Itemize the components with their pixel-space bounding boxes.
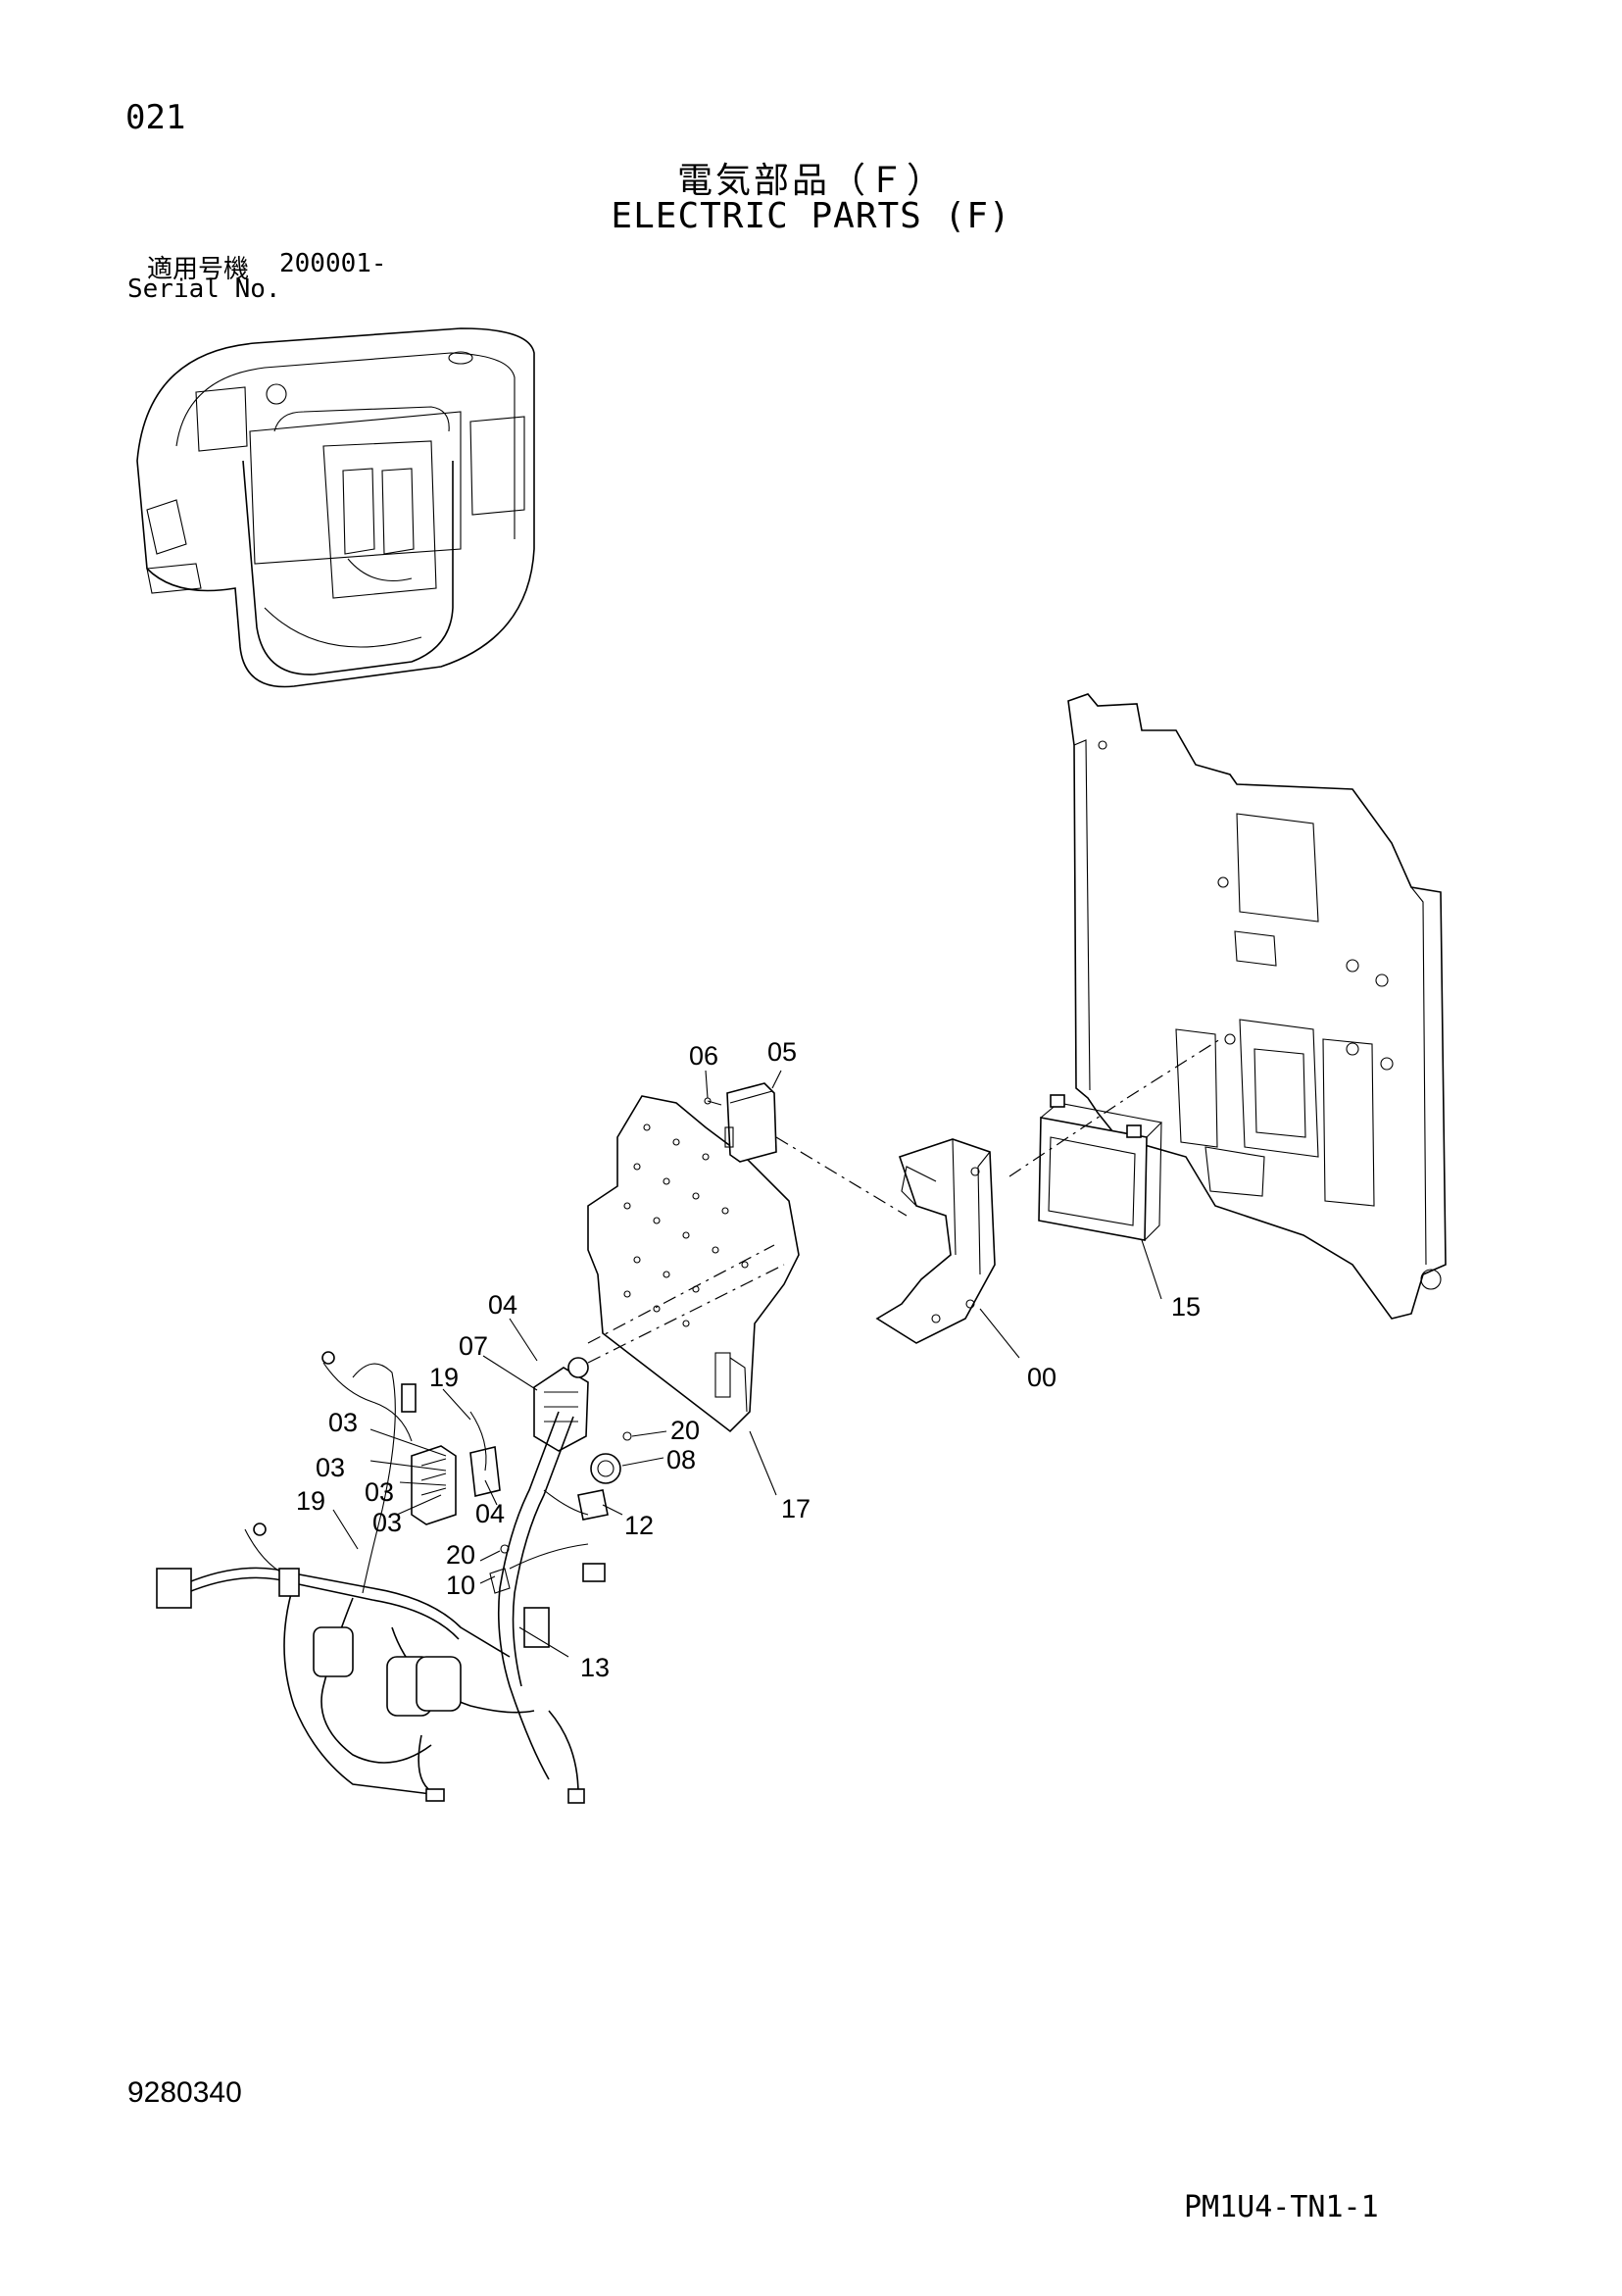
part-12-connector [577,1489,609,1521]
callout-04: 04 [475,1499,505,1528]
console-frame-panel [1067,693,1447,1320]
callout-03: 03 [372,1508,402,1537]
part-17-mounting-plate [587,1095,800,1433]
part-13-wire-harness [156,1351,606,1804]
page-title-japanese: 電気部品（Ｆ） [676,161,945,201]
serial-range: 200001- [279,249,387,278]
callout-19: 19 [429,1363,459,1392]
callout-17: 17 [781,1494,811,1523]
part-06-screw [704,1097,722,1106]
callout-03: 03 [316,1453,345,1482]
page-number: 021 [125,98,186,137]
part-08-buzzer [590,1453,621,1484]
callout-06: 06 [689,1041,718,1071]
callout-15: 15 [1171,1292,1201,1322]
callout-03: 03 [365,1477,394,1507]
callout-00: 00 [1027,1363,1057,1392]
assembly-lines [587,1038,1221,1364]
drawing-number: 9280340 [127,2076,242,2109]
page-title-english: ELECTRIC PARTS (F) [611,196,1011,236]
machine-overview-illustration [136,327,535,688]
page-code: PM1U4-TN1-1 [1184,2190,1379,2224]
callout-19: 19 [296,1486,325,1516]
leader-lines [332,1070,1162,1658]
callout-20: 20 [670,1416,700,1445]
serial-label-japanese: 適用号機 [147,255,250,284]
part-20-screw [500,1431,632,1554]
part-05-module [724,1082,777,1163]
callout-03: 03 [328,1408,358,1437]
callout-05: 05 [767,1037,797,1067]
part-07-fuse-box [533,1357,589,1452]
callout-20: 20 [446,1540,475,1570]
part-00-bracket [875,1138,996,1344]
part-03-relays [411,1445,501,1525]
callout-labels: 06 05 04 07 19 03 03 03 03 19 04 20 10 2… [296,1037,1201,1682]
callout-12: 12 [624,1511,654,1540]
callout-10: 10 [446,1571,475,1600]
callout-08: 08 [666,1445,696,1474]
part-10-clamp [489,1568,511,1594]
part-15-controller-box [1038,1094,1163,1241]
callout-04: 04 [488,1290,517,1320]
serial-label-english: Serial No. [127,275,281,304]
callout-13: 13 [580,1653,610,1682]
callout-07: 07 [459,1331,488,1361]
